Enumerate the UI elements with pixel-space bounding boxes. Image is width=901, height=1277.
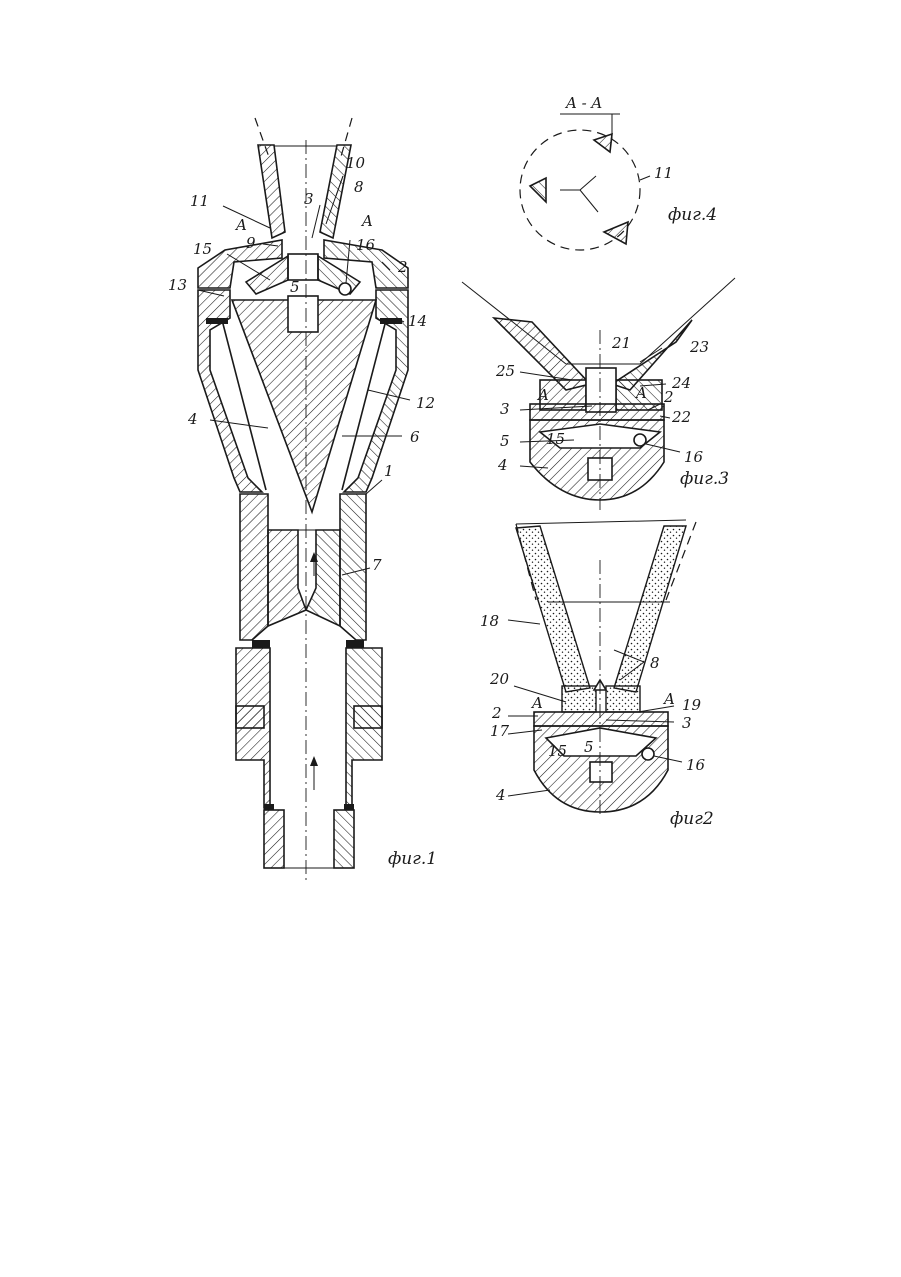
fig2-label-19: 19 <box>682 696 702 714</box>
fig2-label-18: 18 <box>480 612 499 630</box>
fig3-section-a-right: A <box>634 384 647 402</box>
fig1-label-10: 10 <box>346 154 366 172</box>
fig1-label-2: 2 <box>397 258 408 276</box>
fig1-label-16: 16 <box>356 236 376 254</box>
fig4-caption: фиг.4 <box>668 205 717 225</box>
fig2-label-15: 15 <box>548 742 567 760</box>
figure-4: A - A 11 фиг.4 <box>520 94 717 250</box>
fig1-label-4: 4 <box>187 410 198 428</box>
fig3-label-25: 25 <box>495 362 515 380</box>
fig4-label-11: 11 <box>654 164 673 182</box>
fig1-label-7: 7 <box>372 556 382 574</box>
figure-3: 21 23 25 A 24 A 2 22 3 15 5 16 4 фиг.3 <box>462 278 735 510</box>
fig1-label-3: 3 <box>304 190 314 208</box>
fig2-caption: фиг2 <box>670 809 714 829</box>
fig2-label-5: 5 <box>584 738 594 756</box>
fig3-section-a-left: A <box>536 386 549 404</box>
fig3-label-23: 23 <box>689 338 709 356</box>
fig1-label-13: 13 <box>168 276 187 294</box>
fig2-label-17: 17 <box>490 722 510 740</box>
fig3-label-5: 5 <box>500 432 510 450</box>
fig3-label-4: 4 <box>497 456 508 474</box>
fig1-section-a-left: A <box>234 216 247 234</box>
fig1-section-a-right: A <box>360 212 373 230</box>
fig3-label-24: 24 <box>671 374 691 392</box>
fig1-label-11: 11 <box>190 192 209 210</box>
fig1-label-5: 5 <box>290 278 300 296</box>
fig1-caption: фиг.1 <box>388 849 437 869</box>
fig2-label-16: 16 <box>686 756 706 774</box>
fig2-label-3: 3 <box>682 714 692 732</box>
fig2-label-2: 2 <box>491 704 502 722</box>
fig2-section-a-right: A <box>662 690 675 708</box>
fig3-label-22: 22 <box>671 408 691 426</box>
fig3-label-3: 3 <box>500 400 510 418</box>
fig3-label-21: 21 <box>611 334 631 352</box>
figure-1: 11 A 9 3 10 8 A 15 16 5 2 13 14 4 12 6 1… <box>168 118 437 880</box>
fig3-label-2: 2 <box>663 388 674 406</box>
fig1-label-9: 9 <box>246 234 256 252</box>
fig1-label-8: 8 <box>354 178 364 196</box>
fig4-section-a-a: A - A <box>564 94 602 112</box>
fig1-label-1: 1 <box>384 462 394 480</box>
figure-2: 18 8 20 A A 19 2 3 17 15 5 16 4 фиг2 <box>480 520 714 829</box>
fig2-label-20: 20 <box>489 670 510 688</box>
fig2-label-8: 8 <box>650 654 660 672</box>
fig3-label-15: 15 <box>546 430 565 448</box>
fig2-label-4: 4 <box>495 786 506 804</box>
fig1-label-12: 12 <box>416 394 435 412</box>
fig1-label-15: 15 <box>193 240 212 258</box>
fig3-label-16: 16 <box>684 448 704 466</box>
fig1-label-14: 14 <box>408 312 427 330</box>
fig2-section-a-left: A <box>530 694 543 712</box>
fig1-label-6: 6 <box>410 428 420 446</box>
fig3-caption: фиг.3 <box>680 469 729 489</box>
